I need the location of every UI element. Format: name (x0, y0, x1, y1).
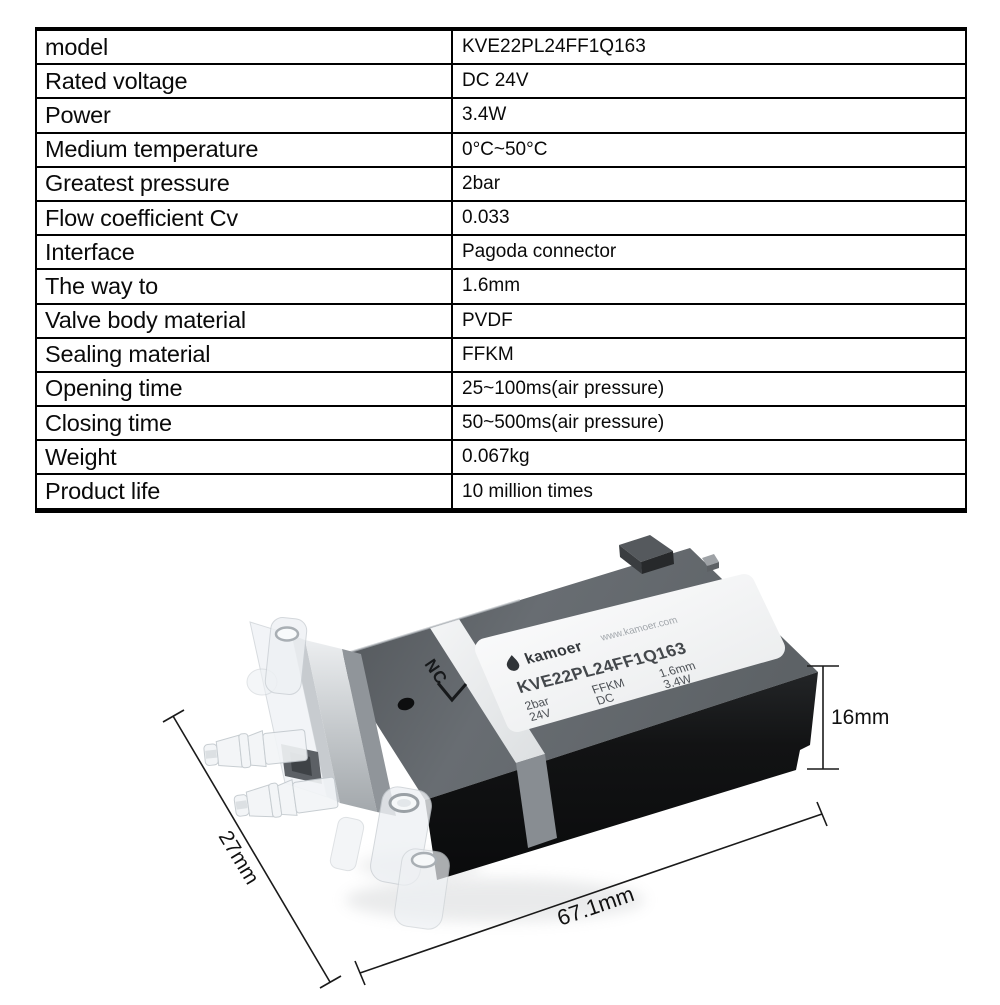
mount-hole (410, 851, 438, 869)
spec-label: Sealing material (37, 338, 453, 371)
dimension-height: 16mm (807, 665, 889, 770)
table-row: Power 3.4W (37, 97, 965, 132)
spec-value: 0°C~50°C (462, 138, 548, 160)
valve-head-assembly (203, 617, 450, 930)
spec-label: Opening time (37, 372, 453, 406)
label-spec: DC (594, 690, 616, 707)
spec-label: Power (37, 99, 453, 132)
pagoda-fitting-lower (233, 776, 339, 818)
spec-label: Medium temperature (37, 133, 453, 166)
table-row: Rated voltage DC 24V (37, 63, 965, 98)
spec-label: Rated voltage (37, 65, 453, 98)
bottom-mount-bracket (329, 786, 450, 930)
spec-value: 1.6mm (462, 275, 521, 297)
label-spec: 3.4W (661, 672, 694, 692)
spec-label: Closing time (37, 407, 453, 440)
spec-label: Valve body material (37, 304, 453, 337)
product-label: kamoer www.kamoer.com KVE22PL24FF1Q163 2… (475, 574, 785, 732)
spec-table: model KVE22PL24FF1Q163 Rated voltage DC … (35, 27, 967, 513)
spec-value: 10 million times (462, 480, 593, 502)
spec-value: 3.4W (462, 104, 507, 126)
spec-value: DC 24V (462, 70, 529, 92)
spec-label: model (37, 31, 453, 64)
spec-value: FFKM (462, 343, 514, 365)
front-stripe (516, 754, 557, 848)
spec-value: 50~500ms(air pressure) (462, 412, 665, 434)
label-spec: 24V (527, 706, 553, 724)
table-row: Valve body material PVDF (37, 302, 965, 337)
spec-label: Flow coefficient Cv (37, 201, 453, 235)
table-row: Interface Pagoda connector (37, 234, 965, 269)
spec-value: 2bar (462, 172, 501, 194)
mounting-plate (305, 640, 377, 812)
table-row: Opening time 25~100ms(air pressure) (37, 370, 965, 406)
spec-value: 0.033 (462, 207, 510, 229)
spec-label: Weight (37, 441, 453, 474)
pilot-dot (397, 697, 415, 711)
mounting-plate (292, 635, 340, 803)
valve-body: kamoer www.kamoer.com KVE22PL24FF1Q163 2… (333, 535, 818, 880)
connector-block (619, 535, 674, 574)
spec-value: KVE22PL24FF1Q163 (462, 36, 646, 58)
top-mount-tab (246, 617, 308, 696)
spec-value: Pagoda connector (462, 241, 617, 263)
table-row: The way to 1.6mm (37, 268, 965, 303)
table-row: Closing time 50~500ms(air pressure) (37, 405, 965, 440)
mounting-plate (342, 649, 396, 816)
pagoda-fitting-upper (203, 729, 308, 769)
spec-value: 25~100ms(air pressure) (462, 377, 665, 399)
spec-label: The way to (37, 270, 453, 303)
table-row: Sealing material FFKM (37, 336, 965, 371)
table-row: Flow coefficient Cv 0.033 (37, 199, 965, 235)
table-row: Product life 10 million times (37, 473, 965, 508)
spec-label: Interface (37, 236, 453, 269)
spec-value: PVDF (462, 309, 513, 331)
valve-front-face (425, 672, 818, 880)
table-row: Greatest pressure 2bar (37, 165, 965, 200)
table-row: model KVE22PL24FF1Q163 (37, 31, 965, 64)
table-row: Medium temperature 0°C~50°C (37, 131, 965, 166)
dimension-height-label: 16mm (831, 706, 889, 729)
label-spec: 2bar (523, 694, 552, 713)
spec-value: 0.067kg (462, 446, 530, 468)
spec-label: Greatest pressure (37, 167, 453, 200)
spec-label: Product life (37, 475, 453, 508)
back-edge-nub (702, 554, 719, 572)
nc-arrow-icon (436, 682, 468, 703)
brand-drop-icon (506, 655, 520, 671)
table-row: Weight 0.067kg (37, 439, 965, 474)
mount-hole (274, 626, 300, 642)
